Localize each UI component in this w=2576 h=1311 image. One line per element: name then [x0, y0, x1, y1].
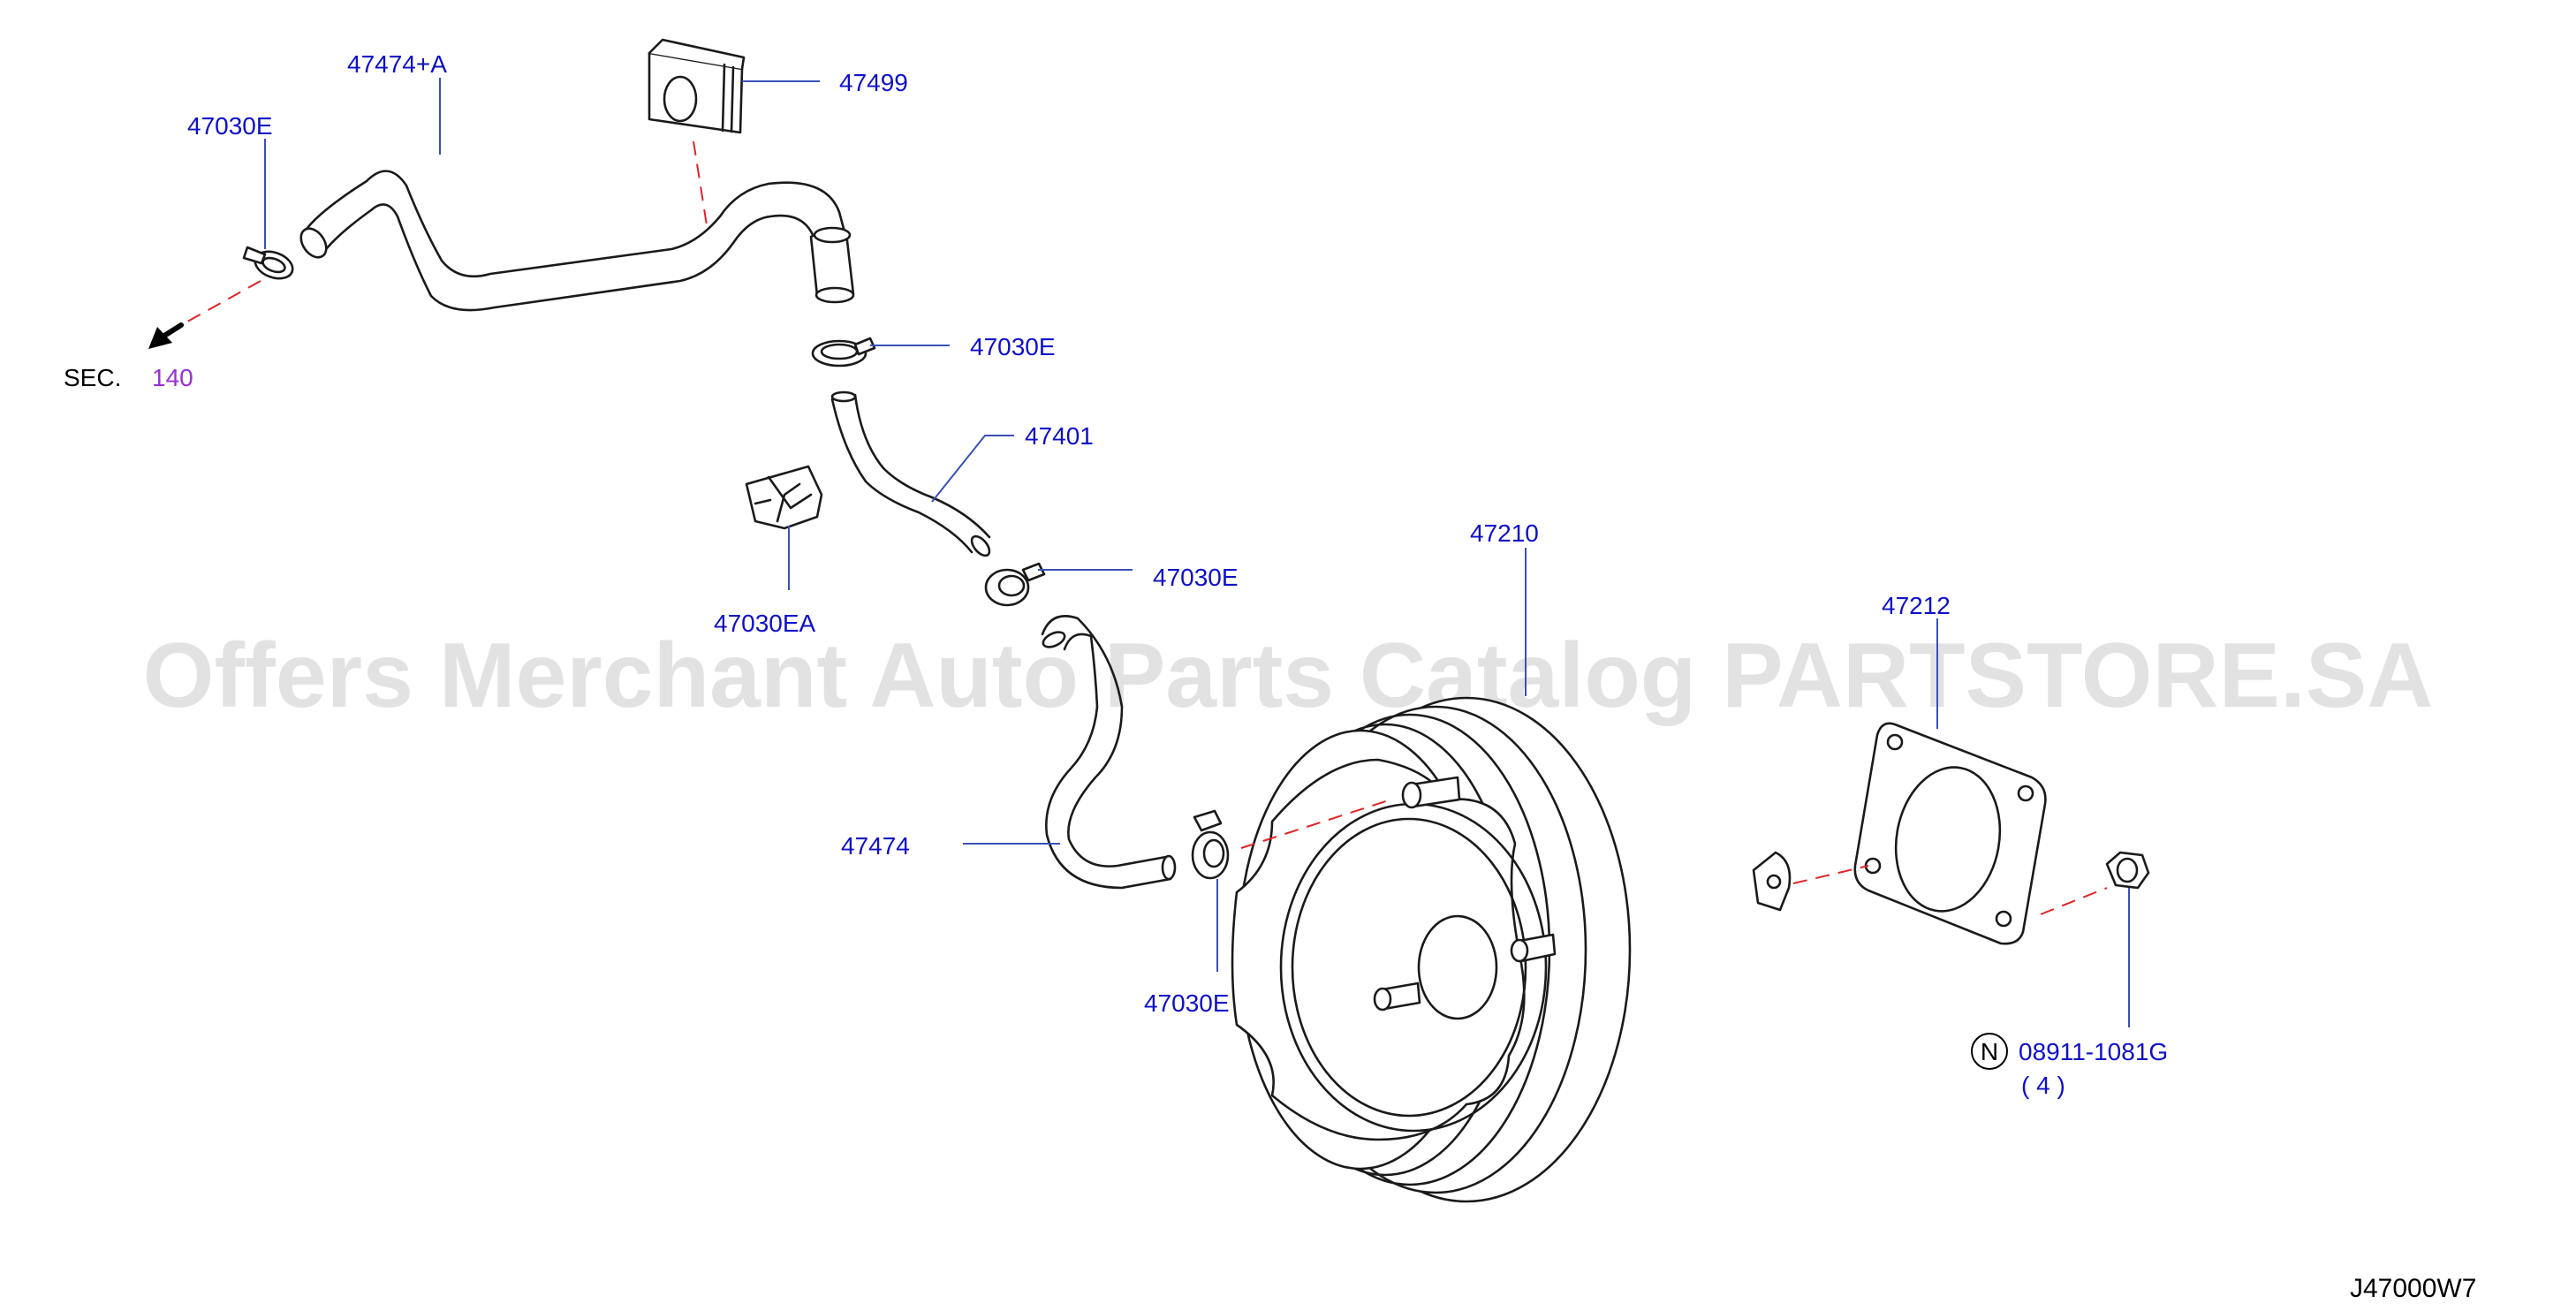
hose-middle-drawing [830, 390, 991, 557]
clip-drawing [745, 465, 823, 530]
clamp-lower-drawing [1191, 809, 1230, 880]
dashed-lines [180, 140, 2108, 915]
leader-lines [264, 78, 2130, 1027]
diagram-code: J47000W7 [2350, 1274, 2476, 1303]
label-clamp-upper[interactable]: 47030E [970, 333, 1056, 360]
label-clip[interactable]: 47030EA [714, 610, 816, 637]
label-clamp-middle[interactable]: 47030E [1153, 564, 1239, 591]
dash-clamp-to-booster [1240, 799, 1392, 849]
label-hose-lower[interactable]: 47474 [841, 832, 910, 860]
gasket-drawing [1853, 722, 2047, 945]
clamp-middle-drawing [984, 562, 1046, 607]
label-grommet[interactable]: 47499 [839, 69, 908, 96]
label-clamp-lower[interactable]: 47030E [1144, 989, 1230, 1017]
clamp-left-drawing [242, 246, 294, 280]
part-labels: 47474+A 47499 47030E SEC. 140 47030E 474… [64, 50, 2476, 1303]
label-hose-middle[interactable]: 47401 [1025, 422, 1094, 450]
dash-booster-to-gasket [1792, 865, 1869, 884]
label-booster[interactable]: 47210 [1470, 519, 1539, 547]
label-gasket[interactable]: 47212 [1882, 592, 1951, 619]
brake-booster-drawing [1231, 696, 1792, 1203]
dash-clamp-to-sec [180, 280, 261, 326]
clamp-upper-drawing [811, 337, 876, 368]
label-clamp-left[interactable]: 47030E [187, 112, 273, 140]
dash-gasket-to-nut [2040, 887, 2108, 915]
label-hose-upper[interactable]: 47474+A [347, 50, 447, 78]
hose-lower-drawing [1041, 615, 1177, 890]
hose-upper-drawing [299, 170, 855, 312]
note-marker: N [1981, 1038, 1998, 1065]
dash-grommet-to-hose [693, 140, 708, 226]
label-nut-qty: ( 4 ) [2021, 1072, 2065, 1099]
note-marker-circle [1971, 1033, 2008, 1070]
leader-hose-middle [931, 435, 1014, 503]
label-nut-part[interactable]: 08911-1081G [2019, 1038, 2168, 1065]
section-number[interactable]: 140 [152, 364, 193, 391]
nut-drawing [2105, 851, 2150, 890]
grommet-drawing [648, 38, 746, 134]
watermark-text: Offers Merchant Auto Parts Catalog PARTS… [143, 625, 2434, 727]
section-prefix: SEC. [64, 364, 121, 391]
arrow-down-left-icon [148, 322, 184, 349]
